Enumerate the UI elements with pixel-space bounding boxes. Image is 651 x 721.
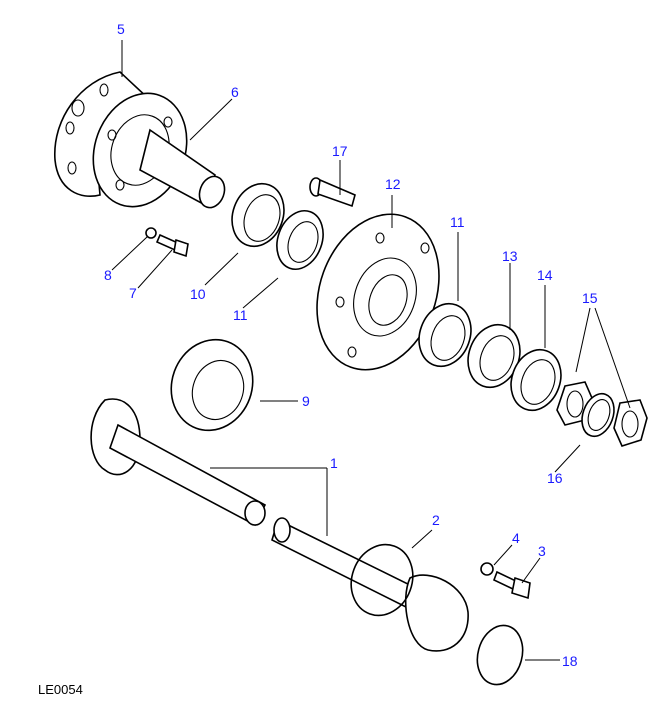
part-11-seal-inner[interactable] [269, 204, 331, 275]
callout-2[interactable]: 2 [432, 512, 440, 528]
callout-5[interactable]: 5 [117, 21, 125, 37]
callout-7[interactable]: 7 [129, 285, 137, 301]
callout-11-outer[interactable]: 11 [450, 214, 465, 230]
leader-lines [111, 40, 631, 661]
callout-10[interactable]: 10 [190, 286, 206, 302]
callout-6[interactable]: 6 [231, 84, 239, 100]
callout-14[interactable]: 14 [537, 267, 553, 283]
part-6-stub-axle[interactable] [78, 80, 229, 220]
callout-11-inner[interactable]: 11 [233, 307, 248, 323]
part-8-lock-washer[interactable] [145, 227, 157, 239]
part-16-lock-washer[interactable] [576, 389, 619, 441]
callout-8[interactable]: 8 [104, 267, 112, 283]
part-2-gasket[interactable] [341, 536, 422, 624]
part-15-locknut-outer[interactable] [613, 399, 648, 447]
part-17-wheel-stud[interactable] [309, 177, 356, 208]
callout-16[interactable]: 16 [547, 470, 563, 486]
callout-15[interactable]: 15 [582, 290, 598, 306]
part-12-hub[interactable] [296, 197, 460, 387]
callout-3[interactable]: 3 [538, 543, 546, 559]
part-4-lock-washer[interactable] [480, 562, 494, 576]
callout-17[interactable]: 17 [332, 143, 348, 159]
part-11-bearing-outer[interactable] [411, 296, 480, 373]
diagram-code: LE0054 [38, 682, 83, 697]
callout-9[interactable]: 9 [302, 393, 310, 409]
callout-1[interactable]: 1 [330, 455, 338, 471]
callout-13[interactable]: 13 [502, 248, 518, 264]
part-18-hub-cap[interactable] [471, 620, 529, 689]
part-9-lock-plate[interactable] [159, 328, 266, 442]
part-7-bolt[interactable] [155, 233, 189, 258]
callout-4[interactable]: 4 [512, 530, 520, 546]
callout-18[interactable]: 18 [562, 653, 578, 669]
part-10-bearing[interactable] [224, 176, 293, 253]
callout-12[interactable]: 12 [385, 176, 401, 192]
part-14-seal[interactable] [503, 343, 569, 418]
part-1-drive-shaft[interactable] [90, 398, 469, 652]
part-13-bearing[interactable] [460, 317, 529, 394]
part-3-bolt[interactable] [492, 570, 531, 600]
